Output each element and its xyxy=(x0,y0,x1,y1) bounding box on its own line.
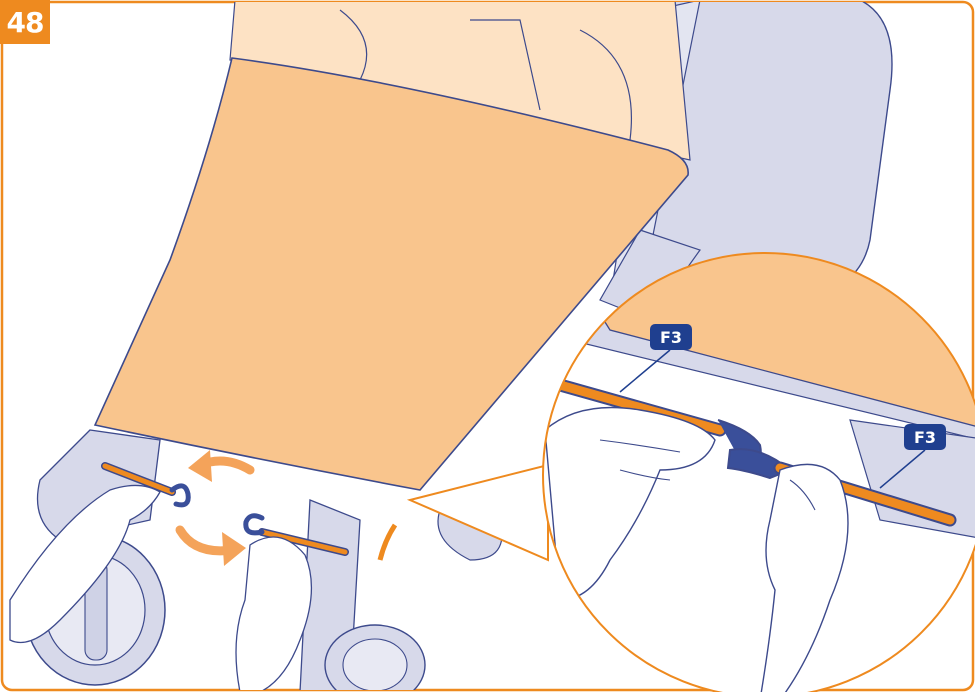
step-number-badge: 48 xyxy=(0,0,50,44)
label-f3-left-text: F3 xyxy=(660,328,682,347)
label-f3-right-text: F3 xyxy=(914,428,936,447)
